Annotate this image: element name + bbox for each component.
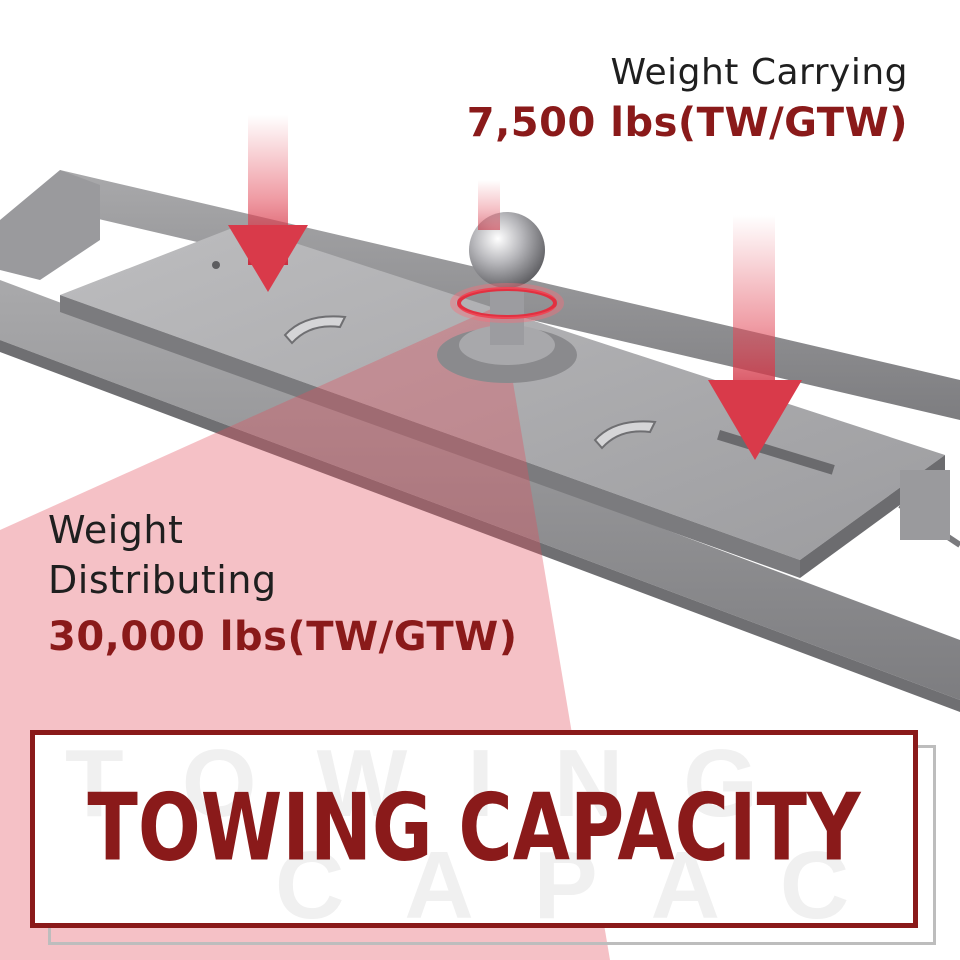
gooseneck-ball-icon <box>450 212 564 323</box>
down-arrow-icon <box>708 215 802 460</box>
weight-carrying-callout: Weight Carrying 7,500 lbs(TW/GTW) <box>467 50 908 150</box>
weight-carrying-label: Weight Carrying <box>610 52 908 93</box>
top-plate <box>60 225 945 560</box>
weight-distributing-label-line2: Distributing <box>48 558 277 602</box>
handle-left <box>283 315 347 345</box>
weight-distributing-callout: Weight Distributing 30,000 lbs(TW/GTW) <box>48 505 518 665</box>
down-arrow-icon <box>228 115 308 292</box>
ghost-text-line2: CAPACITY <box>275 832 913 928</box>
weight-distributing-label-line1: Weight <box>48 508 184 552</box>
left-bracket <box>0 170 100 280</box>
towing-capacity-banner: TOWING CAPACITY TOWING CAPACITY <box>30 730 918 928</box>
ghost-text-line1: TOWING <box>65 730 818 837</box>
weight-carrying-value: 7,500 lbs(TW/GTW) <box>466 100 908 146</box>
banner-headline: TOWING CAPACITY <box>87 774 861 882</box>
front-rail <box>0 280 960 700</box>
weight-distributing-value: 30,000 lbs(TW/GTW) <box>48 614 518 660</box>
handle-right <box>593 420 657 450</box>
